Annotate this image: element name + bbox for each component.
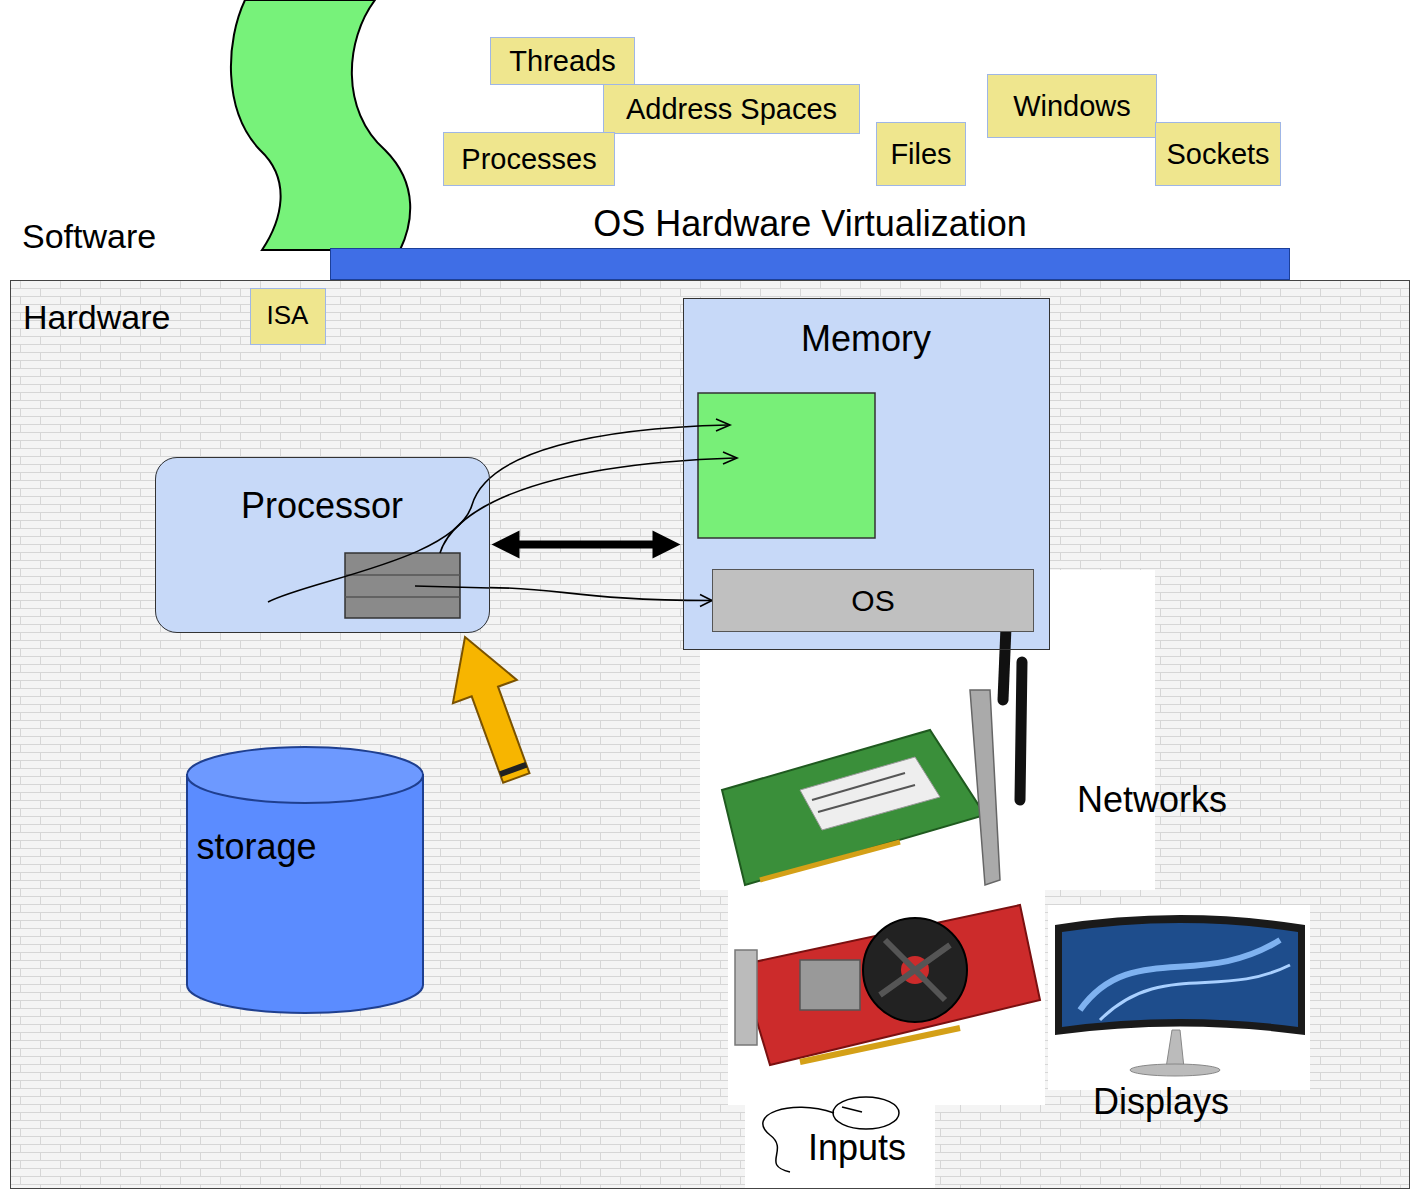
device-label: Networks bbox=[1077, 779, 1227, 820]
brick-ground bbox=[10, 280, 1410, 1189]
box-label: storage bbox=[197, 826, 317, 867]
graphics-card bbox=[735, 905, 1040, 1065]
box-label: Memory bbox=[801, 317, 931, 360]
device-label-holder: Displays bbox=[1093, 1080, 1229, 1123]
monitor bbox=[1055, 915, 1305, 1076]
layer-label-holder: Software bbox=[22, 216, 156, 257]
software-scroll bbox=[231, 0, 410, 250]
layer-label: Software bbox=[22, 217, 156, 255]
box-label: Threads bbox=[509, 44, 615, 79]
box-label: Address Spaces bbox=[626, 92, 837, 127]
box-label: Files bbox=[890, 137, 951, 172]
device-label: Displays bbox=[1093, 1081, 1229, 1122]
device-label-holder: Inputs bbox=[808, 1126, 906, 1169]
box-label: Sockets bbox=[1166, 137, 1269, 172]
memory-box: MemoryOS bbox=[683, 298, 1050, 650]
program-block bbox=[698, 393, 875, 538]
processor-box: Processor bbox=[155, 457, 490, 633]
connector-arrow bbox=[490, 588, 713, 607]
box-label: Hardware bbox=[23, 298, 170, 336]
box-label: OS bbox=[851, 583, 894, 619]
processor-fill bbox=[155, 457, 490, 633]
concept-box: Files bbox=[876, 122, 966, 186]
cylinder-shape bbox=[185, 745, 425, 1015]
box-label: ISA bbox=[267, 300, 309, 331]
box-label: Processor bbox=[241, 484, 403, 527]
memory-fill bbox=[683, 298, 1050, 650]
connector-arrow bbox=[492, 531, 681, 559]
box-label: Processes bbox=[461, 142, 596, 177]
box-label: Windows bbox=[1013, 89, 1131, 124]
box-label: OS Hardware Virtualization bbox=[593, 202, 1027, 245]
hardware-region: Hardware ISA Processor MemoryOS storage bbox=[10, 280, 1410, 1189]
register-block bbox=[345, 553, 460, 618]
virtualization-band: OS Hardware Virtualization bbox=[330, 200, 1290, 280]
concept-box: Address Spaces bbox=[603, 84, 860, 134]
storage-cylinder: storage bbox=[185, 745, 425, 1015]
concept-box: Sockets bbox=[1155, 122, 1281, 186]
concept-box: Processes bbox=[443, 132, 615, 186]
concept-box: Threads bbox=[490, 37, 635, 85]
device-label: Inputs bbox=[808, 1127, 906, 1168]
concept-box: Windows bbox=[987, 74, 1157, 138]
interrupt-arrow bbox=[433, 625, 548, 789]
white-patch bbox=[700, 570, 1310, 1189]
device-label-holder: Networks bbox=[1077, 778, 1227, 821]
band-bar bbox=[330, 248, 1290, 280]
os-box: OS bbox=[712, 569, 1034, 632]
isa-box: ISA bbox=[250, 288, 326, 345]
